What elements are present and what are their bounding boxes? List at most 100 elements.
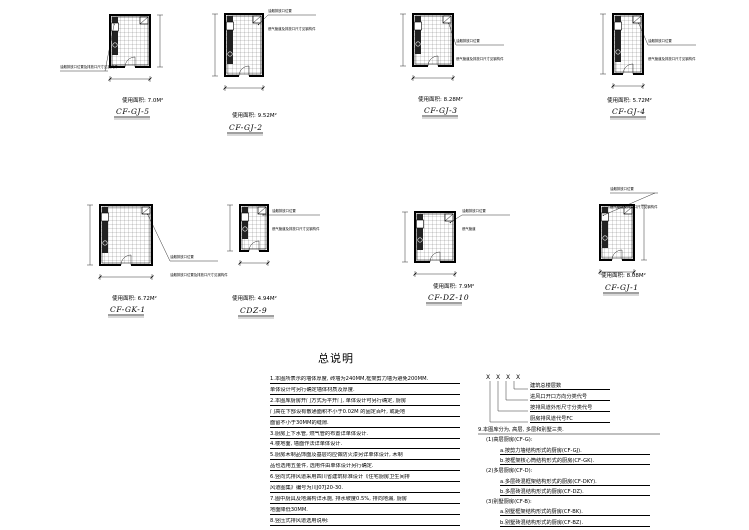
plan-area-cf-dz-10: 使用面积: 7.9M²	[433, 284, 475, 290]
plan-area-cf-gj-4: 使用面积: 5.72M²	[607, 98, 652, 104]
plan-note-2-cdz-9: 燃气管道及排放口尺寸见钢构件	[272, 227, 320, 231]
note-line: 门高在下部设有散通面积不小于0.02M 的固定百叶, 或距地	[270, 409, 460, 417]
plan-area-cf-gj-5: 使用面积: 7.0M²	[122, 98, 164, 104]
note-line: 地面降低30MM.	[270, 507, 460, 515]
stove-burner	[417, 237, 423, 243]
plan-area-cf-gj-2: 使用面积: 9.52M²	[232, 113, 277, 119]
leader-line	[257, 14, 269, 26]
note-line: 7.图中厨具及地漏构详水施, 排水坡度0.5%, 排向地漏, 厨房	[270, 496, 460, 504]
legend-code-label: 厨房排风道代号FC	[530, 416, 610, 423]
leader-line	[602, 192, 656, 217]
plan-note-cf-gk-1: 油烟排放口位置	[170, 255, 194, 259]
note-line: 4.楼地面, 墙面作法详单体设计.	[270, 441, 460, 450]
plan-note-2-cf-gj-1: 燃气管道及排放口尺寸见钢构件	[610, 205, 658, 209]
sink	[226, 21, 234, 31]
plan-note-cf-gj-3: 油烟排放口位置	[456, 39, 480, 43]
stove-burner	[602, 235, 608, 241]
note-line: 面留不小于30MM的缝隙.	[270, 420, 460, 428]
note-line: 品也选用五金件, 选用件由单体设计另行确定.	[270, 463, 460, 472]
plan-area-cdz-9: 使用面积: 4.94M²	[232, 296, 277, 302]
legend-code-label: 按排风道外形尺寸分类代号	[530, 405, 610, 412]
sink	[416, 219, 424, 229]
door-swing	[124, 56, 136, 68]
sink	[614, 21, 622, 31]
plan-cdz-9	[227, 204, 320, 319]
plan-note-2-cf-gj-4: 燃气管道及排放口尺寸见钢构件	[648, 57, 696, 61]
stove-burner	[112, 42, 118, 48]
plan-area-cf-gj-3: 使用面积: 8.28M²	[418, 97, 463, 103]
counter-top	[227, 16, 233, 64]
door-swing	[429, 251, 441, 263]
legend-item: a.多层砖混框架结构形式的厨房(CF-DKY).	[500, 479, 650, 486]
note-line: 1.本图所表示的墙体厚度, 砖墙为240MM,框架剪力墙为避免200MM.	[270, 376, 460, 384]
plan-cf-gj-3	[400, 13, 504, 119]
plan-note-2-cf-gj-2: 燃气管道及排放口尺寸见钢构件	[268, 27, 316, 31]
plan-cf-gj-2	[212, 13, 316, 136]
counter-top	[602, 207, 608, 248]
legend-item: b.别墅砖混结构形式的厨房(CF-BZ).	[500, 520, 650, 527]
counter-top	[415, 16, 421, 54]
sink	[111, 22, 119, 32]
sink	[601, 212, 609, 222]
plan-title-cf-gj-1: CF-GJ-1	[605, 283, 639, 292]
plan-note-2-cf-gk-1: 油烟排放口位置及排放口尺寸见钢构件	[170, 273, 228, 277]
door-swing	[120, 254, 132, 266]
plan-title-cdz-9: CDZ-9	[240, 306, 268, 315]
plan-cf-gj-4	[600, 13, 696, 120]
legend-code-label: 进风口开口方向分类代号	[530, 394, 610, 401]
plan-cf-gk-1	[87, 204, 218, 318]
counter-top	[615, 16, 621, 62]
door-swing	[622, 63, 634, 75]
legend-item: a.别墅框架结构形式的厨房(CF-BK).	[500, 509, 650, 517]
stove-burner	[242, 226, 248, 232]
counter-top	[242, 207, 248, 239]
plan-title-cf-gk-1: CF-GK-1	[110, 305, 146, 314]
plan-area-cf-gk-1: 使用面积: 6.72M²	[112, 296, 157, 302]
legend-code: X X X X	[486, 374, 523, 381]
legend-item: b.按框架核心筒结构形式的厨房(CF-GK).	[500, 458, 650, 465]
note-line: 8.竖压式排风道选用说明:	[270, 518, 460, 526]
leader-line	[637, 22, 649, 46]
legend-item: (1)高层厨房(CF-G):	[486, 437, 533, 444]
plan-title-cf-gj-2: CF-GJ-2	[229, 123, 263, 132]
legend-item: (2)多层厨房(CF-D):	[486, 468, 533, 475]
door-swing	[427, 55, 439, 67]
plan-note-cf-gj-2: 油烟排放口位置	[268, 9, 292, 13]
stove-burner	[615, 49, 621, 55]
door-swing	[611, 249, 623, 261]
leader-line	[447, 22, 457, 46]
sink	[101, 212, 109, 222]
plan-title-cf-gj-3: CF-GJ-3	[424, 106, 458, 115]
plan-note-cf-gj-5: 油烟排放口位置及排放口尺寸见钢构件	[60, 65, 118, 69]
note-line: 2.本图库厨房开门方式为平开门, 单体设计可另行确定, 厨房	[270, 398, 460, 406]
counter-top	[112, 17, 118, 55]
plan-note-cdz-9: 油烟排放口位置	[272, 209, 296, 213]
stove-burner	[227, 51, 233, 57]
plan-title-cf-gj-5: CF-GJ-5	[116, 107, 150, 116]
counter-top	[102, 207, 108, 253]
counter-top	[417, 214, 423, 250]
sink	[241, 212, 249, 222]
note-line: 风道图集》编号为川J07J20-30.	[270, 485, 460, 493]
plan-title-cf-dz-10: CF-DZ-10	[428, 293, 470, 302]
plan-note-2-cf-gj-3: 燃气管道及排放口尺寸见钢构件	[456, 57, 504, 61]
sink	[414, 21, 422, 31]
note-line: 6.竖向式排风道采用四川省建筑标准设计《住宅厨房卫生间排	[270, 474, 460, 483]
plan-note-cf-gj-1: 油烟排放口位置	[610, 187, 634, 191]
note-line: 3.厨房上下水管, 燃气管的布置详单体设计.	[270, 431, 460, 439]
legend-item: (3)别墅厨房(CF-B):	[486, 499, 532, 506]
plan-area-cf-gj-1: 使用面积: 8.08M²	[601, 273, 646, 279]
door-swing	[248, 240, 260, 252]
plan-cf-gj-1	[598, 192, 658, 296]
plan-note-cf-gj-4: 油烟排放口位置	[648, 39, 672, 43]
note-line: 5.厨房木制品饰面及基层均应做防火漆另详单体设计, 木制	[270, 452, 460, 461]
plan-title-cf-gj-4: CF-GJ-4	[612, 107, 646, 116]
note-line: 单体设计可另行确定墙体材质及厚度.	[270, 387, 460, 395]
legend-item: a.按剪力墙结构形式的厨房(CF-GJ).	[500, 448, 650, 455]
notes-title: 总说明	[318, 352, 354, 365]
plan-cf-gj-5	[60, 14, 163, 120]
legend-item: 9.本图库分为, 高层, 多层和别墅三类.	[478, 427, 564, 433]
stove-burner	[102, 240, 108, 246]
leader-line	[449, 214, 463, 224]
